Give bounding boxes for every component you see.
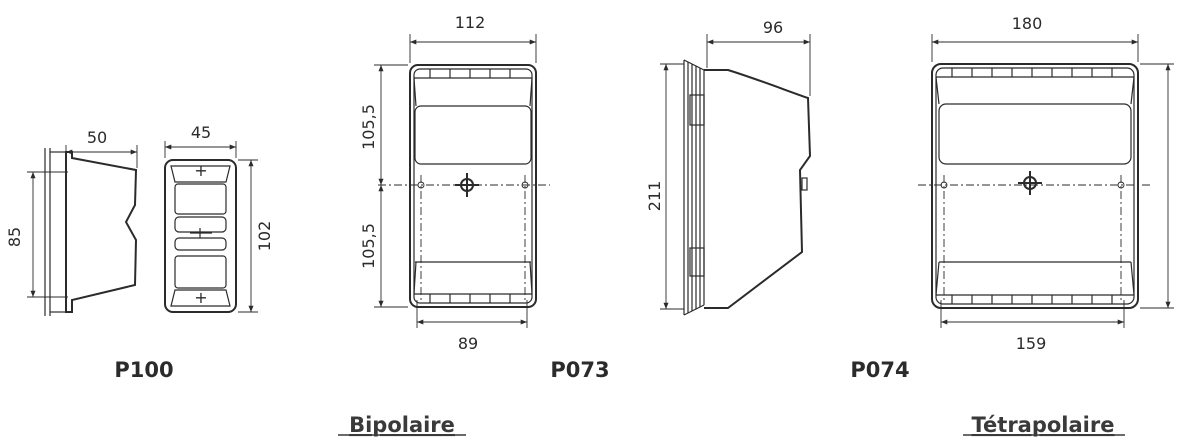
- p100-front-view: [164, 141, 258, 313]
- dimension-p073-upper-half: 105,5: [359, 104, 378, 150]
- p073-front-view: [374, 34, 550, 328]
- dimension-p100-front-height: 102: [255, 221, 274, 252]
- p073-side-view: [660, 34, 812, 316]
- group-label-tetrapolar: Tétrapolaire: [972, 413, 1115, 437]
- dimension-p073-lower-half: 105,5: [359, 223, 378, 269]
- dimension-p100-side-height: 85: [5, 227, 24, 247]
- dimension-p073-side-depth: 96: [763, 18, 783, 37]
- p074-front-view: [918, 34, 1174, 328]
- dimension-p073-front-width: 112: [455, 13, 486, 32]
- p100-side-view: [27, 145, 138, 316]
- dimension-p100-side-width: 50: [87, 128, 107, 147]
- plus-symbol-bottom: +: [194, 288, 207, 307]
- plus-symbol-top: +: [194, 161, 207, 180]
- dimension-p073-mount-spacing: 89: [458, 334, 478, 353]
- group-label-bipolar: Bipolaire: [349, 413, 455, 437]
- dimension-p100-front-width: 45: [191, 123, 211, 142]
- dimension-p073-side-height: 211: [645, 181, 664, 212]
- dimension-p074-mount-spacing: 159: [1016, 334, 1047, 353]
- model-label-p073: P073: [550, 358, 609, 382]
- model-label-p100: P100: [114, 358, 173, 382]
- dimension-p074-front-width: 180: [1012, 14, 1043, 33]
- model-label-p074: P074: [850, 358, 909, 382]
